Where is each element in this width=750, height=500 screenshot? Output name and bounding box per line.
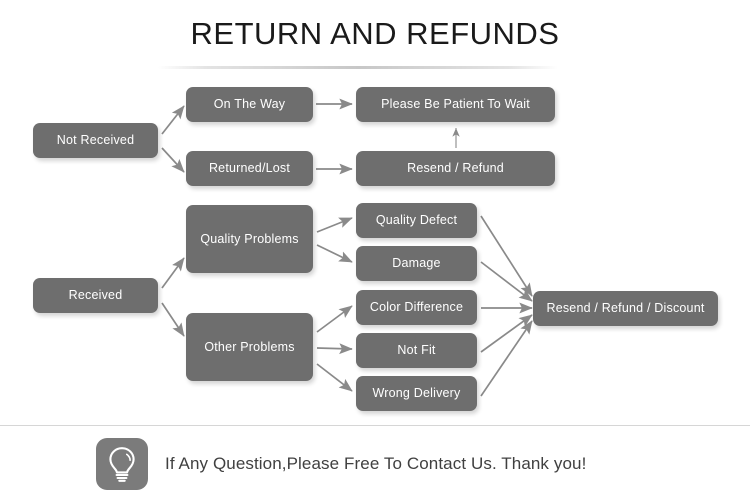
node-wrong-delivery-label: Wrong Delivery bbox=[372, 386, 461, 400]
node-not-fit[interactable]: Not Fit bbox=[356, 333, 477, 368]
node-quality-defect[interactable]: Quality Defect bbox=[356, 203, 477, 238]
node-color-difference[interactable]: Color Difference bbox=[356, 290, 477, 325]
node-damage-label: Damage bbox=[392, 256, 441, 270]
arrow-not-received-to-on-the-way bbox=[161, 105, 185, 135]
arrow-other-problems-to-not-fit bbox=[316, 343, 353, 355]
node-not-received[interactable]: Not Received bbox=[33, 123, 158, 158]
node-color-difference-label: Color Difference bbox=[369, 300, 464, 314]
arrow-quality-problems-to-quality-defect bbox=[316, 217, 353, 233]
node-not-fit-label: Not Fit bbox=[397, 343, 436, 357]
node-other-problems-label: Other Problems bbox=[204, 339, 295, 354]
arrow-not-received-to-returned-lost bbox=[161, 147, 185, 173]
footer: If Any Question,Please Free To Contact U… bbox=[96, 438, 586, 490]
node-damage[interactable]: Damage bbox=[356, 246, 477, 281]
arrow-not-fit-to-outcome bbox=[480, 314, 533, 353]
node-quality-problems-label: Quality Problems bbox=[200, 231, 299, 246]
node-resend-refund[interactable]: Resend / Refund bbox=[356, 151, 555, 186]
arrow-other-problems-to-wrong-delivery bbox=[316, 363, 353, 392]
node-resend-refund-discount[interactable]: Resend / Refund / Discount bbox=[533, 291, 718, 326]
arrow-damage-to-outcome bbox=[480, 261, 533, 302]
node-received-label: Received bbox=[68, 288, 123, 302]
node-resend-refund-label: Resend / Refund bbox=[407, 161, 504, 175]
node-not-received-label: Not Received bbox=[56, 133, 135, 147]
node-resend-refund-discount-label: Resend / Refund / Discount bbox=[546, 301, 705, 315]
node-please-be-patient-to-wait-label: Please Be Patient To Wait bbox=[381, 97, 530, 111]
arrow-received-to-quality-problems bbox=[161, 257, 185, 289]
footer-contact-text: If Any Question,Please Free To Contact U… bbox=[165, 454, 587, 473]
node-quality-problems[interactable]: Quality Problems bbox=[186, 205, 313, 273]
node-returned-lost[interactable]: Returned/Lost bbox=[186, 151, 313, 186]
arrow-quality-problems-to-damage bbox=[316, 244, 353, 263]
arrow-other-problems-to-color-difference bbox=[316, 305, 353, 333]
node-received[interactable]: Received bbox=[33, 278, 158, 313]
node-please-be-patient-to-wait[interactable]: Please Be Patient To Wait bbox=[356, 87, 555, 122]
arrow-quality-defect-to-outcome bbox=[480, 215, 533, 297]
lightbulb-icon bbox=[96, 438, 148, 490]
node-quality-defect-label: Quality Defect bbox=[375, 213, 458, 227]
title-divider bbox=[158, 66, 558, 69]
arrow-wrong-delivery-to-outcome bbox=[480, 320, 533, 397]
node-wrong-delivery[interactable]: Wrong Delivery bbox=[356, 376, 477, 411]
footer-divider bbox=[0, 425, 750, 426]
arrow-received-to-other-problems bbox=[161, 302, 185, 337]
node-other-problems[interactable]: Other Problems bbox=[186, 313, 313, 381]
node-on-the-way[interactable]: On The Way bbox=[186, 87, 313, 122]
node-on-the-way-label: On The Way bbox=[213, 97, 286, 111]
node-returned-lost-label: Returned/Lost bbox=[208, 161, 291, 175]
page-title: RETURN AND REFUNDS bbox=[190, 16, 560, 51]
